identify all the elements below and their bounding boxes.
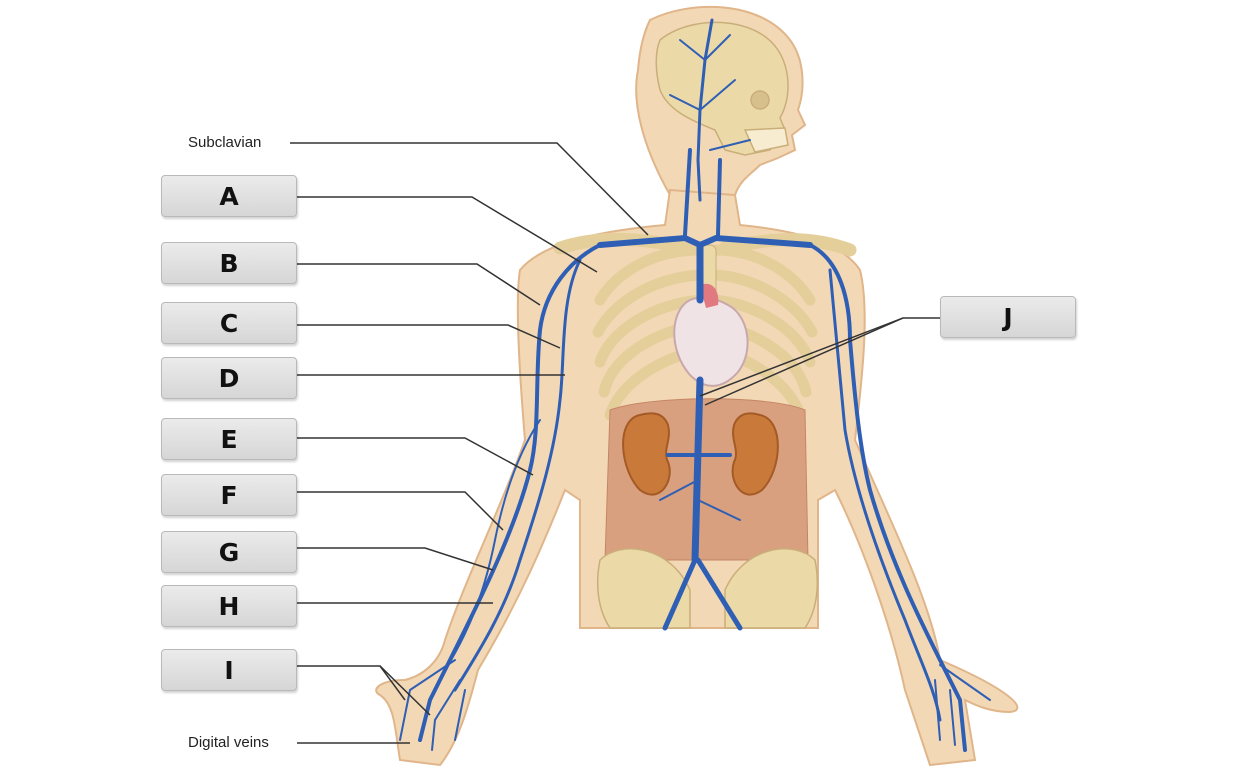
label-box-c[interactable]: C bbox=[161, 302, 297, 344]
label-box-f[interactable]: F bbox=[161, 474, 297, 516]
pelvis bbox=[596, 548, 819, 629]
leader-lines bbox=[290, 142, 940, 744]
label-box-i[interactable]: I bbox=[161, 649, 297, 691]
clavicles bbox=[553, 232, 857, 257]
veins bbox=[399, 18, 991, 752]
label-box-b[interactable]: B bbox=[161, 242, 297, 284]
leader-c bbox=[297, 324, 561, 349]
leader-subclavian bbox=[290, 142, 649, 236]
kidneys bbox=[622, 412, 779, 496]
leader-b bbox=[297, 263, 541, 306]
label-box-a[interactable]: A bbox=[161, 175, 297, 217]
label-box-g[interactable]: G bbox=[161, 531, 297, 573]
skull bbox=[655, 21, 789, 156]
digital-veins-label: Digital veins bbox=[188, 734, 269, 751]
leader-a bbox=[297, 196, 598, 273]
label-box-h[interactable]: H bbox=[161, 585, 297, 627]
leader-e bbox=[297, 437, 534, 476]
heart bbox=[673, 283, 749, 387]
label-box-d[interactable]: D bbox=[161, 357, 297, 399]
label-box-e[interactable]: E bbox=[161, 418, 297, 460]
leader-g bbox=[297, 547, 494, 571]
leader-f bbox=[297, 491, 504, 531]
label-box-j[interactable]: J bbox=[940, 296, 1076, 338]
subclavian-label: Subclavian bbox=[188, 134, 262, 151]
